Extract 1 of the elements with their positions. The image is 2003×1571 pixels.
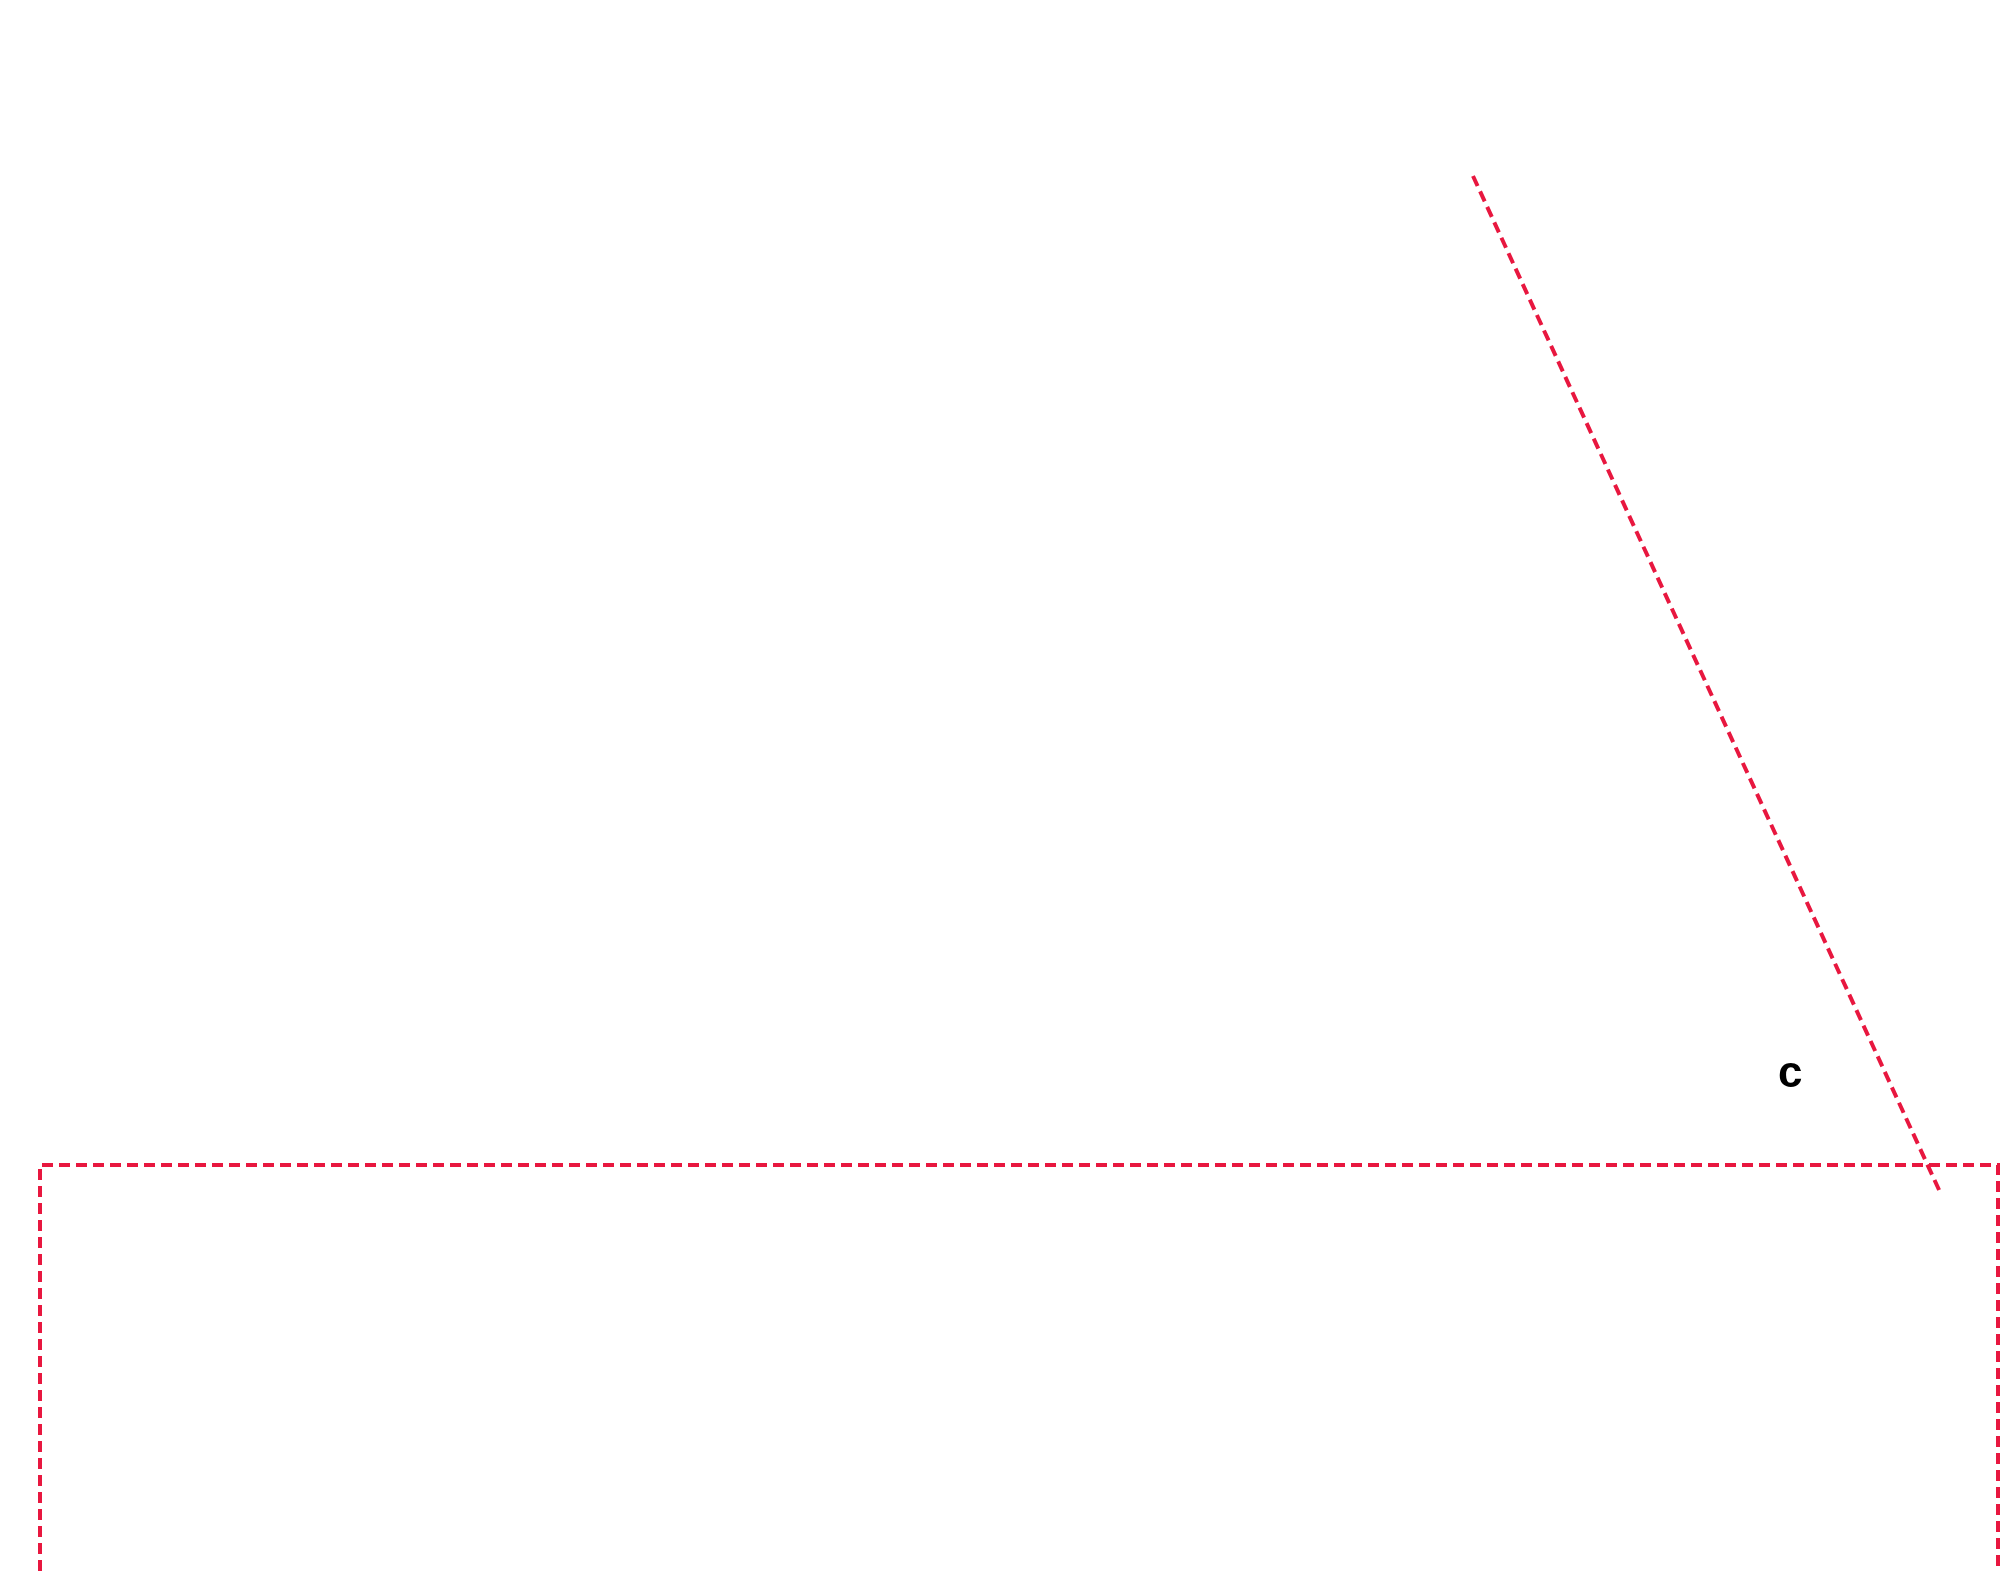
part-label: c (1778, 1050, 1803, 1094)
